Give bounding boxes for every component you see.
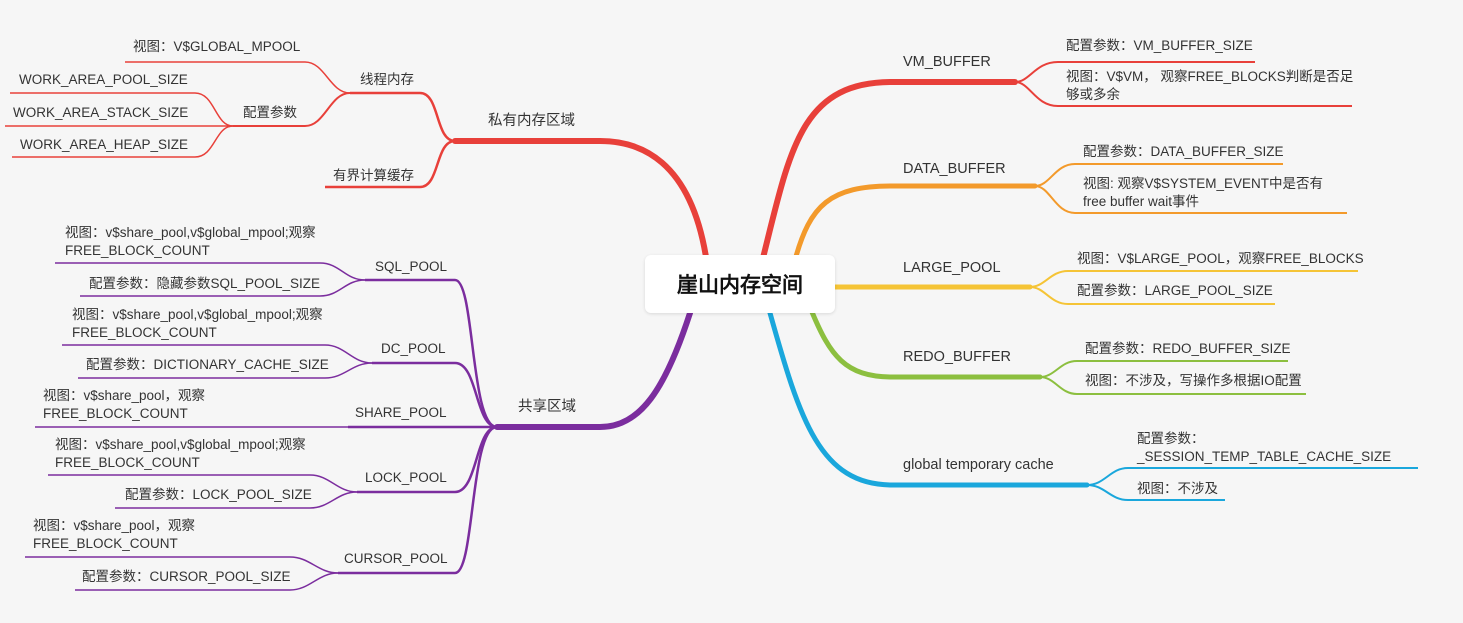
large-pool-config[interactable]: 配置参数：LARGE_POOL_SIZE [1077,283,1273,298]
global-temp-view[interactable]: 视图：不涉及 [1137,481,1218,496]
vm-buffer-view[interactable]: 视图：V$VM， 观察FREE_BLOCKS判断是否足够或多余 [1066,69,1354,102]
data-buffer-config[interactable]: 配置参数：DATA_BUFFER_SIZE [1083,144,1284,159]
connector-cursor-config [75,572,339,591]
connector-data-view [1034,185,1347,214]
topic-share-pool[interactable]: SHARE_POOL [355,405,447,420]
connector-sql-pool [365,278,498,429]
topic-bounded-cache[interactable]: 有界计算缓存 [333,168,414,183]
global-temp-config[interactable]: 配置参数：_SESSION_TEMP_TABLE_CACHE_SIZE [1137,431,1392,464]
share-pool-view[interactable]: 视图：v$share_pool，观察FREE_BLOCK_COUNT [43,388,206,421]
connector-large-config [1029,286,1275,305]
connector-wa-pool [10,92,234,127]
connector-redo-config [1039,360,1288,378]
topic-redo-buffer[interactable]: REDO_BUFFER [903,349,1011,365]
connector-data-buffer [792,183,1038,263]
vm-buffer-config[interactable]: 配置参数：VM_BUFFER_SIZE [1066,38,1253,53]
center-topic[interactable]: 崖山内存空间 [645,255,835,313]
connector-sql-config [80,279,366,297]
connector-sql-view [55,262,366,281]
topic-dc-pool[interactable]: DC_POOL [381,341,446,356]
redo-buffer-config[interactable]: 配置参数：REDO_BUFFER_SIZE [1085,341,1291,356]
connector-vm-view [1014,81,1352,107]
connector-redo-view [1039,376,1306,395]
connector-shared [494,310,693,430]
connector-thread-mem [350,91,456,143]
connector-dc-config [78,362,373,379]
connector-bounded-cache [325,139,456,189]
topic-config-params[interactable]: 配置参数 [243,105,297,120]
connector-dc-pool [372,361,498,429]
cursor-pool-view[interactable]: 视图：v$share_pool，观察FREE_BLOCK_COUNT [33,518,196,551]
connector-lock-view [48,474,358,493]
connector-dc-view [62,344,373,364]
connector-private [452,138,709,260]
connector-cursor-pool [338,425,498,575]
config-work-area-stack-size[interactable]: WORK_AREA_STACK_SIZE [13,105,189,120]
sql-pool-view[interactable]: 视图：v$share_pool,v$global_mpool;观察FREE_BL… [65,225,316,258]
cursor-pool-config[interactable]: 配置参数：CURSOR_POOL_SIZE [82,569,291,584]
topic-lock-pool[interactable]: LOCK_POOL [365,470,447,485]
center-title: 崖山内存空间 [677,273,803,297]
sql-pool-config[interactable]: 配置参数：隐藏参数SQL_POOL_SIZE [89,276,321,291]
topic-shared-area[interactable]: 共享区域 [518,399,576,415]
connector-global-view [1086,484,1225,501]
dc-pool-config[interactable]: 配置参数：DICTIONARY_CACHE_SIZE [86,357,329,372]
topic-large-pool[interactable]: LARGE_POOL [903,260,1001,276]
connector-large-view [1029,270,1358,288]
config-work-area-pool-size[interactable]: WORK_AREA_POOL_SIZE [19,72,188,87]
thread-memory-view[interactable]: 视图：V$GLOBAL_MPOOL [133,39,301,54]
data-buffer-view[interactable]: 视图: 观察V$SYSTEM_EVENT中是否有free buffer wait… [1083,176,1324,209]
topic-vm-buffer[interactable]: VM_BUFFER [903,54,991,70]
connector-thread-view [125,61,351,94]
connector-vm-buffer [759,79,1018,265]
connector-data-config [1034,163,1283,187]
topic-data-buffer[interactable]: DATA_BUFFER [903,161,1006,177]
connector-wa-heap [12,125,234,158]
dc-pool-view[interactable]: 视图：v$share_pool,v$global_mpool;观察FREE_BL… [72,307,323,340]
topic-cursor-pool[interactable]: CURSOR_POOL [344,551,448,566]
connector-lock-config [115,491,358,509]
connector-global-config [1086,467,1418,486]
config-work-area-heap-size[interactable]: WORK_AREA_HEAP_SIZE [20,137,189,152]
topic-sql-pool[interactable]: SQL_POOL [375,259,448,274]
topic-private-memory[interactable]: 私有内存区域 [488,113,575,129]
large-pool-view[interactable]: 视图：V$LARGE_POOL，观察FREE_BLOCKS [1077,251,1364,266]
topic-thread-memory[interactable]: 线程内存 [360,72,414,87]
lock-pool-config[interactable]: 配置参数：LOCK_POOL_SIZE [125,487,312,502]
connector-global-temp [767,310,1090,488]
lock-pool-view[interactable]: 视图：v$share_pool,v$global_mpool;观察FREE_BL… [55,437,306,470]
connector-vm-config [1014,61,1255,83]
connector-cursor-view [25,556,339,574]
redo-buffer-view[interactable]: 视图：不涉及，写操作多根据IO配置 [1085,373,1302,388]
topic-global-temp-cache[interactable]: global temporary cache [903,457,1054,473]
connector-redo-buffer [809,309,1043,380]
connector-thread-config [233,92,351,127]
